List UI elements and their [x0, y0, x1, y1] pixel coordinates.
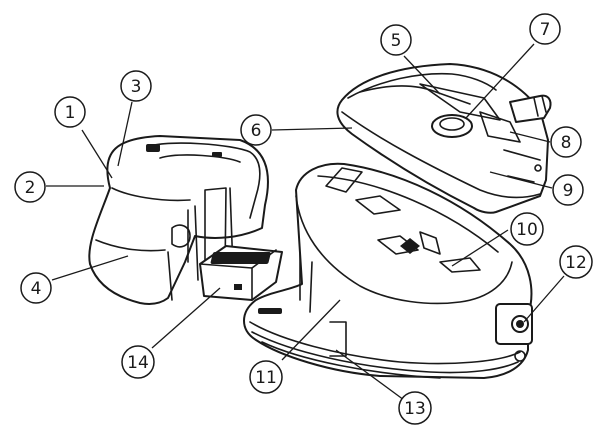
callout-10: 10: [510, 212, 544, 246]
callout-1-label: 1: [65, 103, 76, 123]
leader-4: [51, 255, 129, 281]
callout-13-label: 13: [404, 399, 426, 419]
callout-11: 11: [249, 360, 283, 394]
leader-12: [523, 275, 565, 323]
leader-11: [281, 299, 341, 361]
callout-7: 7: [529, 13, 561, 45]
filter-cartridge: [199, 245, 283, 301]
callout-7-label: 7: [540, 20, 551, 40]
callout-12-label: 12: [565, 253, 587, 273]
callout-14-label: 14: [127, 353, 149, 373]
steam-iron: [336, 63, 552, 214]
callout-10-label: 10: [516, 220, 538, 240]
callout-8: 8: [550, 126, 582, 158]
callout-6-label: 6: [251, 121, 262, 141]
callout-13: 13: [398, 391, 432, 425]
leader-lines: [46, 43, 565, 401]
leader-6: [271, 127, 353, 131]
leader-5: [403, 55, 441, 95]
callout-4: 4: [20, 272, 52, 304]
callout-6: 6: [240, 114, 272, 146]
callout-14: 14: [121, 345, 155, 379]
leader-8: [509, 131, 551, 143]
leader-13: [335, 349, 405, 401]
callout-8-label: 8: [561, 133, 572, 153]
callout-2-label: 2: [25, 178, 36, 198]
leader-1: [81, 129, 113, 179]
callout-9: 9: [552, 174, 584, 206]
callout-9-label: 9: [563, 181, 574, 201]
tank-housing: [88, 135, 269, 305]
callouts: 1 2 3 4 5 6 7 8: [14, 13, 593, 425]
callout-4-label: 4: [31, 279, 42, 299]
leader-9: [489, 171, 553, 189]
callout-5: 5: [380, 24, 412, 56]
callout-1: 1: [54, 96, 86, 128]
callout-5-label: 5: [391, 31, 402, 51]
callout-3-label: 3: [131, 77, 142, 97]
callout-2: 2: [14, 171, 46, 203]
callout-12: 12: [559, 245, 593, 279]
leader-3: [117, 101, 133, 167]
leader-7: [465, 43, 535, 119]
callout-3: 3: [120, 70, 152, 102]
leader-10: [451, 229, 509, 267]
leader-14: [151, 287, 221, 349]
callout-11-label: 11: [255, 368, 277, 388]
